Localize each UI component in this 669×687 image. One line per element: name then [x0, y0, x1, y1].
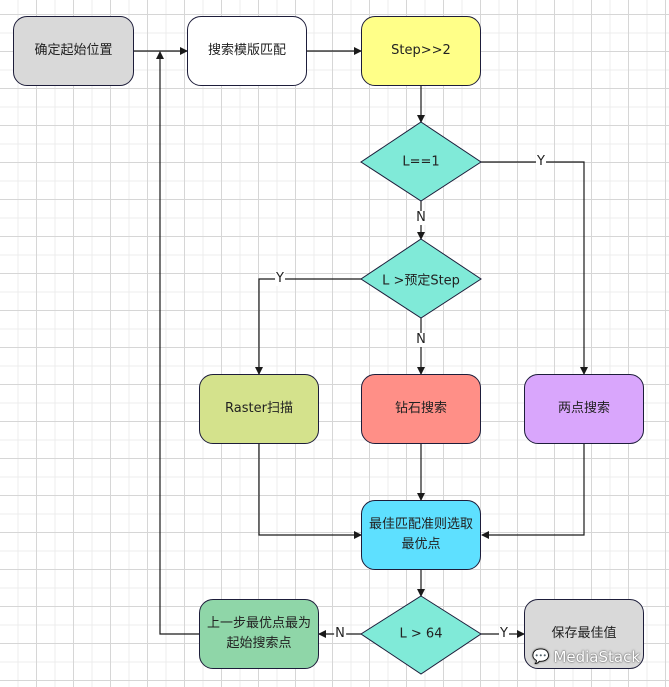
edge-raster-to-best: [258, 443, 362, 539]
edge-prev-loop-to-match: [156, 51, 199, 635]
edge-twopoint-to-best: [481, 443, 585, 539]
node-save-best-label: 保存最佳值: [551, 626, 617, 641]
node-step-shift[interactable]: Step>>2: [361, 16, 481, 86]
edge-label-l1-no: N: [415, 210, 427, 225]
decision-l-gt-64[interactable]: [360, 595, 482, 675]
edge-label-l64-no: N: [334, 626, 346, 641]
decision-l-eq-1-label: L==1: [402, 154, 440, 170]
node-diamond-search[interactable]: 钻石搜索: [361, 374, 481, 444]
node-start[interactable]: 确定起始位置: [13, 16, 134, 86]
watermark: 💬 MediaStack: [532, 648, 640, 666]
node-raster-scan[interactable]: Raster扫描: [199, 374, 319, 444]
node-two-point-search-label: 两点搜索: [557, 401, 610, 416]
node-raster-scan-label: Raster扫描: [225, 401, 293, 416]
node-diamond-search-label: 钻石搜索: [394, 401, 447, 416]
edge-label-lstep-no: N: [415, 332, 427, 347]
watermark-text: MediaStack: [553, 648, 641, 666]
node-best-match-line1: 最佳匹配准则选取: [368, 517, 473, 532]
edge-lstep-yes-to-raster: [255, 278, 361, 375]
node-template-match[interactable]: 搜索模版匹配: [187, 16, 307, 86]
edge-label-lstep-yes: Y: [275, 271, 285, 286]
node-best-match[interactable]: 最佳匹配准则选取 最优点: [361, 500, 481, 570]
node-prev-best-start-line2: 起始搜索点: [226, 636, 292, 651]
node-template-match-label: 搜索模版匹配: [207, 43, 286, 58]
node-two-point-search[interactable]: 两点搜索: [524, 374, 644, 444]
node-start-label: 确定起始位置: [34, 43, 113, 58]
node-prev-best-start[interactable]: 上一步最优点最为 起始搜索点: [199, 599, 319, 669]
node-prev-best-start-line1: 上一步最优点最为: [206, 616, 311, 631]
decision-l-gt-step[interactable]: [360, 238, 482, 319]
node-save-best[interactable]: 保存最佳值: [524, 599, 644, 669]
node-best-match-line2: 最优点: [401, 537, 441, 552]
wechat-icon: 💬: [532, 649, 550, 665]
decision-l-eq-1[interactable]: [360, 121, 482, 202]
decision-l-gt-64-label: L > 64: [399, 626, 443, 642]
edge-l1-yes-to-twopoint: [481, 161, 588, 375]
edge-label-l64-yes: Y: [499, 626, 509, 641]
edge-label-l1-yes: Y: [536, 154, 546, 169]
decision-l-gt-step-label: L >预定Step: [382, 273, 460, 289]
node-step-shift-label: Step>>2: [391, 43, 451, 58]
